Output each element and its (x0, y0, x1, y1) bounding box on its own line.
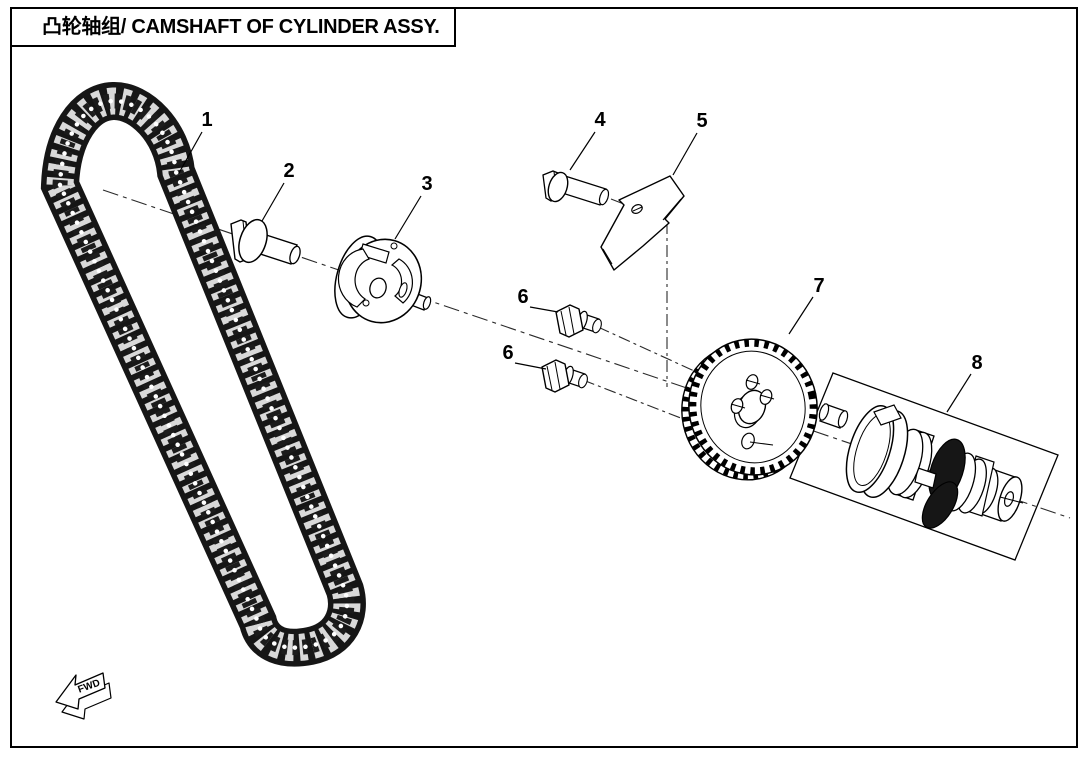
pilot-bolt-lower (541, 359, 588, 393)
decomp-pin-b (390, 242, 398, 250)
callout-1: 1 (178, 109, 213, 174)
callout-8-number: 8 (971, 352, 982, 374)
bolt6a-axis-line (597, 326, 739, 392)
callout-2: 2 (261, 160, 295, 222)
pin-shaft-tip (289, 245, 301, 265)
callout-1-number: 1 (201, 109, 212, 131)
bolt6a-tip (592, 318, 602, 334)
sprocket-hole-bottom-tick (749, 441, 774, 446)
decomp-right-weight (390, 258, 414, 304)
bolt6b-facet2 (546, 365, 553, 391)
sprocket-teeth (689, 339, 817, 475)
callout-6b-number: 6 (502, 342, 513, 364)
dowel-pin (818, 403, 849, 429)
plate-body (600, 175, 685, 271)
callout-7: 7 (788, 275, 825, 335)
page-title: 凸轮轴组/ CAMSHAFT OF CYLINDER ASSY. (42, 16, 440, 38)
callouts: 1 2 3 4 5 6 6 (178, 109, 983, 413)
pin-spindle (230, 218, 301, 265)
timing-chain (40, 82, 366, 667)
sprocket-hole-right-tick (759, 394, 775, 400)
flange-bolt (542, 170, 610, 206)
title-box: 凸轮轴组/ CAMSHAFT OF CYLINDER ASSY. (10, 7, 456, 47)
decomp-shaft-step (398, 282, 408, 298)
decompression-cam-assembly (334, 235, 432, 324)
chain-pins (57, 98, 350, 650)
pin-washer (238, 218, 268, 264)
decomp-shaft-tip (422, 296, 432, 310)
plate-hole-tick (632, 206, 643, 212)
plate-bend-line (662, 198, 682, 221)
cam-lobe-nose (921, 481, 959, 529)
bolt4-tip (598, 188, 610, 206)
callout-6-lower: 6 (502, 342, 547, 370)
callout-2-number: 2 (283, 160, 294, 182)
callout-5-number: 5 (696, 110, 707, 132)
bolt6b-tip (578, 373, 588, 389)
callout-3: 3 (394, 173, 433, 240)
dowel-pin-cap (818, 403, 830, 421)
callout-5: 5 (672, 110, 708, 176)
bolt6b-head (541, 359, 570, 393)
decomp-hub (369, 277, 387, 299)
decomp-left-weight (337, 248, 370, 308)
callout-6a-number: 6 (517, 286, 528, 308)
callout-4: 4 (569, 109, 606, 171)
callout-3-number: 3 (421, 173, 432, 195)
chain-link-plates (46, 87, 361, 662)
sprocket-hole-left-tick (730, 403, 746, 409)
callout-6-upper: 6 (517, 286, 559, 313)
dowel-pin-end (837, 410, 849, 428)
callout-4-number: 4 (594, 109, 606, 131)
sprocket-hole-top-tick (745, 379, 761, 385)
plate-edge-line (602, 248, 613, 265)
bolt6a-facet2 (560, 310, 567, 336)
fwd-direction-marker: FWD (55, 672, 112, 720)
cam-flange-tab (873, 404, 902, 426)
fwd-arrow-face (55, 672, 106, 710)
decomp-pin-a (362, 299, 370, 307)
chain-inner-links (52, 93, 355, 656)
cam-key-slot (914, 467, 937, 489)
bolt6a-head (555, 304, 584, 338)
callout-7-number: 7 (813, 275, 824, 297)
bolt6a-facet1 (568, 306, 575, 335)
cam-center-hole-tick (999, 496, 1024, 504)
camshaft (845, 404, 1024, 529)
sprocket-hole-bottom (741, 432, 755, 450)
page-border (10, 7, 1078, 748)
bolt6b-facet1 (554, 361, 561, 390)
chain-band (40, 82, 366, 667)
pilot-bolt-upper (555, 304, 602, 338)
camshaft-sprocket (681, 338, 818, 481)
callout-8: 8 (946, 352, 983, 413)
stopper-plate (600, 175, 685, 271)
bolt4-flange (547, 171, 569, 203)
